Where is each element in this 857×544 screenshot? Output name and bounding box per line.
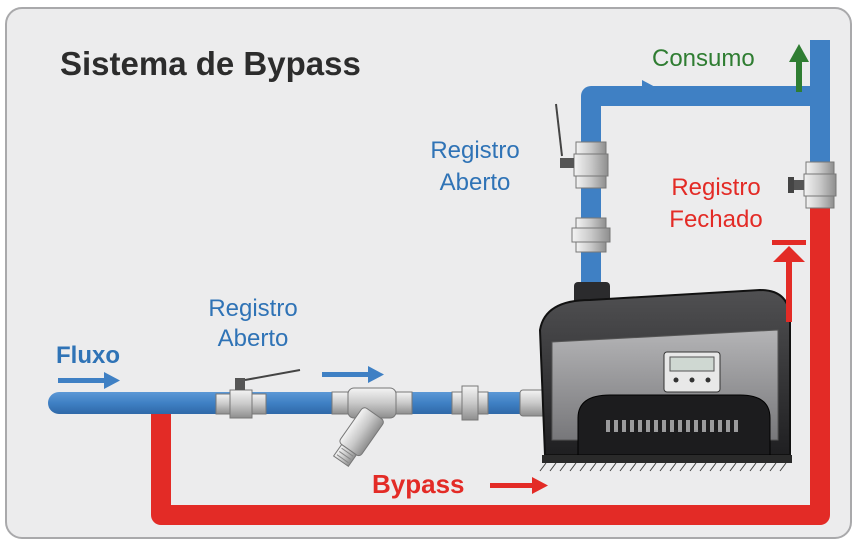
pipe-union [451, 385, 489, 421]
label-registro-bypass-2: Fechado [669, 206, 762, 233]
y-strainer-icon [331, 387, 413, 468]
label-fluxo: Fluxo [56, 342, 120, 369]
arrow-right-icon [600, 80, 658, 97]
bypass-pipe [151, 205, 830, 525]
label-registro-bypass-1: Registro [671, 174, 760, 201]
arrow-right-icon [322, 366, 384, 383]
pressure-pump-icon [538, 282, 792, 472]
ball-valve-icon [555, 103, 609, 189]
page-title: Sistema de Bypass [60, 45, 361, 82]
label-registro-saida-1: Registro [430, 137, 519, 164]
outlet-pipe [581, 40, 830, 300]
ball-valve-icon [215, 369, 301, 419]
label-consumo: Consumo [652, 45, 755, 72]
label-registro-saida-2: Aberto [440, 169, 511, 196]
label-registro-entrada-2: Aberto [218, 325, 289, 352]
inlet-pipe [48, 392, 548, 414]
pipe-union [571, 217, 611, 253]
label-bypass: Bypass [372, 469, 465, 499]
label-registro-entrada-1: Registro [208, 295, 297, 322]
arrow-right-icon [490, 477, 548, 494]
ball-valve-icon [788, 161, 837, 209]
arrow-up-icon [789, 44, 809, 92]
arrow-right-icon [58, 372, 120, 389]
arrow-up-with-bar-icon [772, 240, 806, 322]
